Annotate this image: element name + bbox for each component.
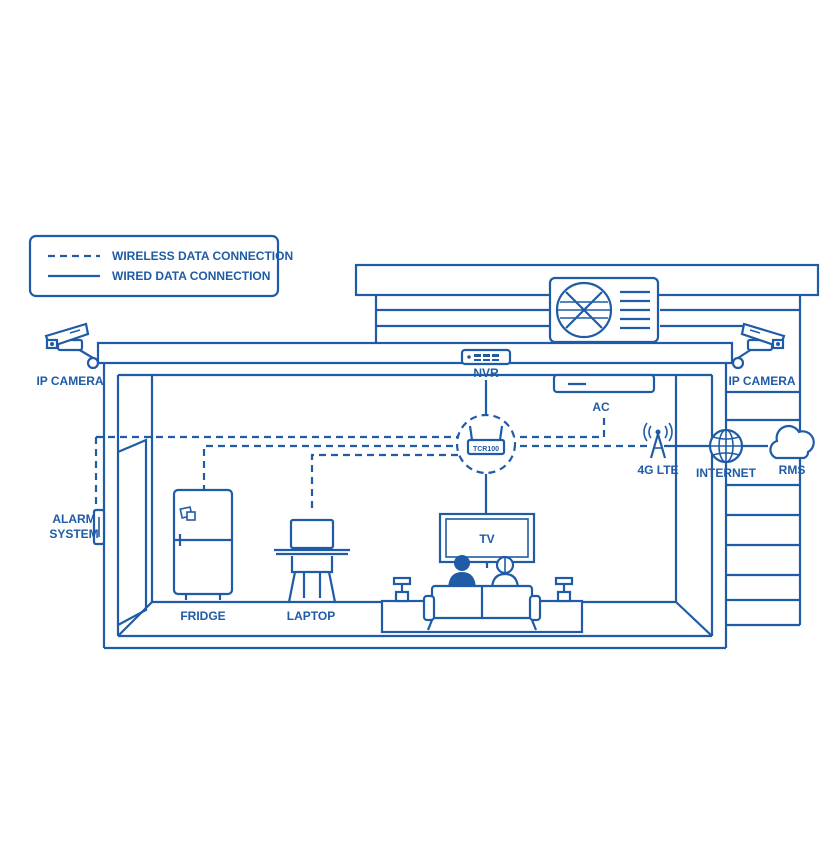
laptop-icon <box>274 518 350 603</box>
lte-tower-icon <box>643 422 673 459</box>
fridge-label: FRIDGE <box>180 609 225 623</box>
alarm-label-line1: ALARM <box>52 512 95 526</box>
camera-icon-right <box>737 322 786 359</box>
lamp-right <box>554 576 574 586</box>
tv-label: TV <box>479 532 494 546</box>
globe-icon <box>708 428 744 464</box>
back-building <box>354 263 820 627</box>
nvr-device <box>460 348 512 366</box>
nvr-label: NVR <box>473 366 499 380</box>
living-room <box>380 555 584 634</box>
wireless-link-ac <box>508 414 606 439</box>
cloud-icon <box>769 424 815 460</box>
lamp-left <box>392 576 412 586</box>
lte-label: 4G LTE <box>637 463 678 477</box>
router-label: TCR100 <box>473 446 499 453</box>
wireless-link-laptop <box>310 453 462 508</box>
camera-icon-left <box>44 322 94 359</box>
ac-label: AC <box>592 400 610 414</box>
ip-camera-right-label: IP CAMERA <box>728 374 795 388</box>
tv-icon <box>438 512 536 568</box>
wired-legend-label: WIRED DATA CONNECTION <box>112 269 270 283</box>
laptop-label: LAPTOP <box>287 609 335 623</box>
connections <box>94 380 768 515</box>
legend: WIRELESS DATA CONNECTION WIRED DATA CONN… <box>28 234 293 298</box>
router-device <box>455 413 517 475</box>
wireless-link-fridge <box>202 444 462 492</box>
ip-camera-left-label: IP CAMERA <box>36 374 103 388</box>
alarm-panel-icon <box>92 508 106 546</box>
person-left <box>454 555 470 571</box>
wireless-legend-label: WIRELESS DATA CONNECTION <box>112 249 293 263</box>
alarm-label-line2: SYSTEM <box>49 527 98 541</box>
ac-outdoor-unit <box>548 276 660 344</box>
fridge-icon <box>172 488 234 600</box>
rms-label: RMS <box>779 463 806 477</box>
ac-indoor-unit <box>552 373 656 394</box>
internet-label: INTERNET <box>696 466 757 480</box>
house-beam <box>96 341 734 365</box>
